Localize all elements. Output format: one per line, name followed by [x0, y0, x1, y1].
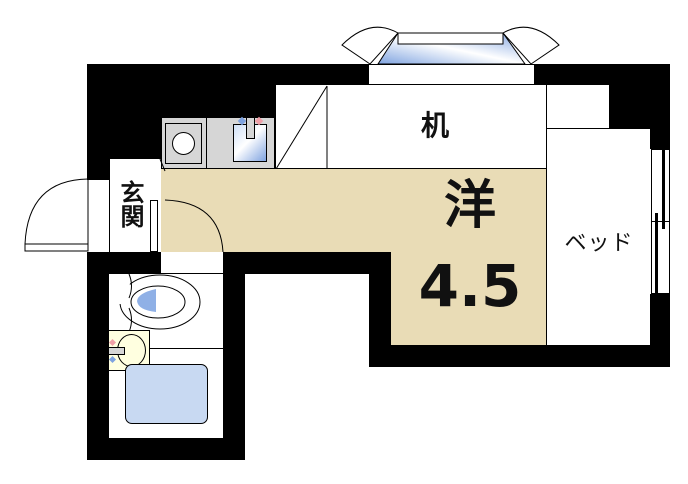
sliding-pane-1: [662, 149, 665, 229]
sliding-pane-2: [655, 213, 658, 294]
bed-top-area: [547, 85, 609, 128]
front-door-icon: [24, 158, 224, 253]
bed-area: [547, 128, 650, 345]
bottom-wall-main: [369, 345, 670, 367]
kitchen-sink-icon: [233, 124, 267, 162]
toilet-divider: [150, 348, 223, 349]
washing-machine-circle: [172, 132, 195, 155]
corridor-floor: [161, 169, 391, 252]
western-room-label: 洋: [443, 176, 496, 236]
corridor-bottom-wall: [223, 252, 391, 274]
washing-machine: [161, 117, 207, 169]
faucet-icon: [246, 117, 255, 139]
desk-label: 机: [420, 109, 449, 142]
right-wall-upper: [650, 85, 670, 149]
bay-window-icon: [341, 26, 560, 65]
toilet-icon: [109, 273, 201, 333]
western-room-floor: [391, 169, 547, 345]
wall-block-left: [87, 85, 161, 159]
bed-label: ベッド: [564, 231, 634, 256]
entrance-step: [150, 200, 158, 252]
side-window-divider: [651, 221, 670, 222]
western-room-size: 4.5: [418, 252, 522, 320]
room-left-bottom-wall: [369, 252, 391, 367]
bathroom-door-gap: [161, 252, 223, 274]
entrance-label: 玄関: [116, 180, 144, 228]
washing-machine-drum: [165, 123, 202, 164]
basin-faucet: [109, 347, 125, 355]
desk-area: [275, 85, 547, 169]
bathtub-icon: [125, 364, 208, 424]
